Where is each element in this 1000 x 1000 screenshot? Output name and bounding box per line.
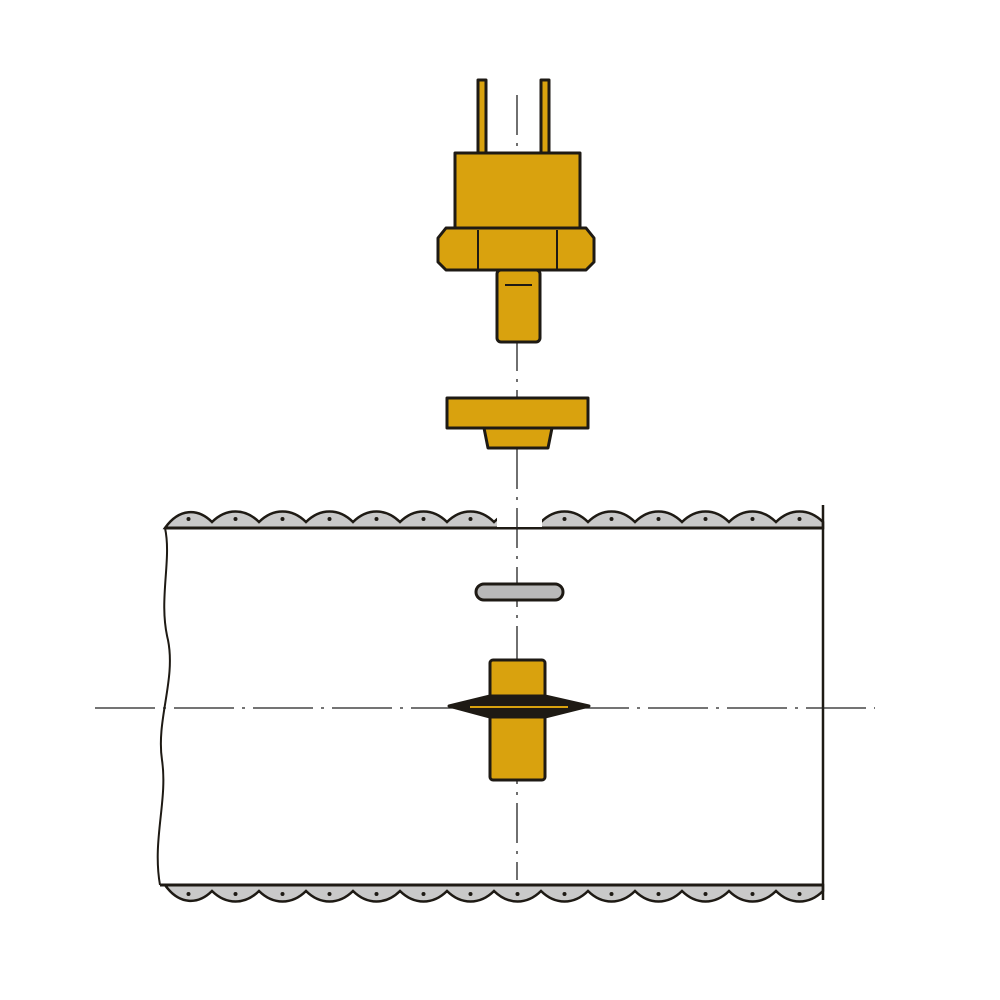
pipe-mounting-hole (497, 503, 542, 527)
pipe-wall-dot (233, 517, 238, 521)
terminal-pin-right (539, 78, 551, 158)
pipe-wall-dot (797, 892, 802, 896)
pipe-wall-dot (327, 517, 332, 521)
rivet-nut (447, 658, 591, 782)
pipe-wall-dot (797, 517, 802, 521)
pipe-wall-dot (468, 517, 473, 521)
pipe-wall-dot (186, 517, 191, 521)
hex-nut (436, 226, 596, 272)
pipe-wall-dot (703, 892, 708, 896)
pipe-wall-dot (327, 892, 332, 896)
pipe-wall-dot (656, 892, 661, 896)
pipe-wall-dot (562, 892, 567, 896)
pipe-wall-dot (421, 892, 426, 896)
terminal-pin-left (476, 78, 488, 158)
pipe-top-wall (162, 510, 825, 530)
pipe-wall-dot (233, 892, 238, 896)
pipe-wall-dot (515, 892, 520, 896)
threaded-stem (495, 268, 542, 344)
rivet-nut-top (488, 658, 547, 702)
pipe-wall-dots (186, 517, 802, 896)
pipe-wall-dot (374, 517, 379, 521)
sealing-washer-nut (445, 396, 590, 450)
pipe-bottom-wall (162, 883, 825, 903)
pipe-wall-dot (703, 517, 708, 521)
washer-flange (445, 396, 590, 430)
pressure-switch (436, 78, 596, 344)
pipe-wall-dot (280, 517, 285, 521)
rubber-seal-ring (474, 582, 565, 602)
washer-collar (482, 426, 554, 450)
pipe-wall-dot (609, 517, 614, 521)
pipe-wall-dot (609, 892, 614, 896)
pipe-section (156, 503, 825, 903)
pipe-wall-dot (562, 517, 567, 521)
pipe-wall-dot (421, 517, 426, 521)
switch-body (453, 151, 582, 232)
rivet-nut-body (488, 713, 547, 782)
pipe-left-break-edge (156, 527, 171, 886)
pipe-wall-dot (186, 892, 191, 896)
pipe-wall-dot (374, 892, 379, 896)
pipe-wall-dot (750, 892, 755, 896)
pipe-wall-dot (750, 517, 755, 521)
pipe-wall-dot (280, 892, 285, 896)
pipe-wall-dot (468, 892, 473, 896)
pipe-wall-dot (656, 517, 661, 521)
